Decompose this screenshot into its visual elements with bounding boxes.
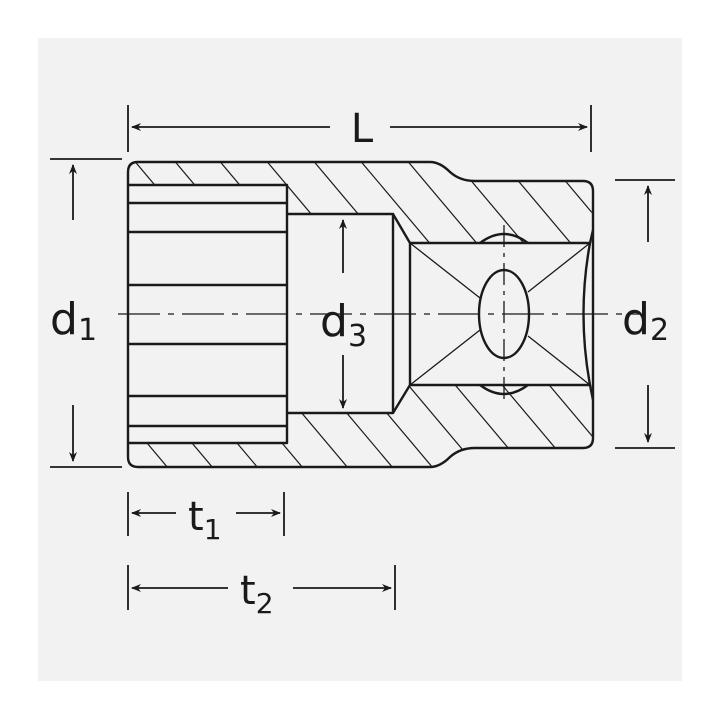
dimension-t2 — [127, 565, 396, 610]
label-d1: d1 — [50, 294, 97, 348]
label-t1: t1 — [188, 494, 222, 546]
dimension-L — [127, 105, 592, 152]
dimension-d2 — [615, 179, 675, 449]
section-hatching — [128, 162, 593, 467]
label-d2: d2 — [622, 294, 669, 348]
drive-diagonals — [409, 225, 591, 403]
dimension-d1 — [50, 158, 122, 468]
drawing-background — [38, 38, 682, 681]
label-L: L — [351, 106, 374, 152]
label-t2: t2 — [240, 568, 274, 620]
dimension-t1 — [127, 492, 285, 536]
label-d3: d3 — [320, 296, 367, 354]
